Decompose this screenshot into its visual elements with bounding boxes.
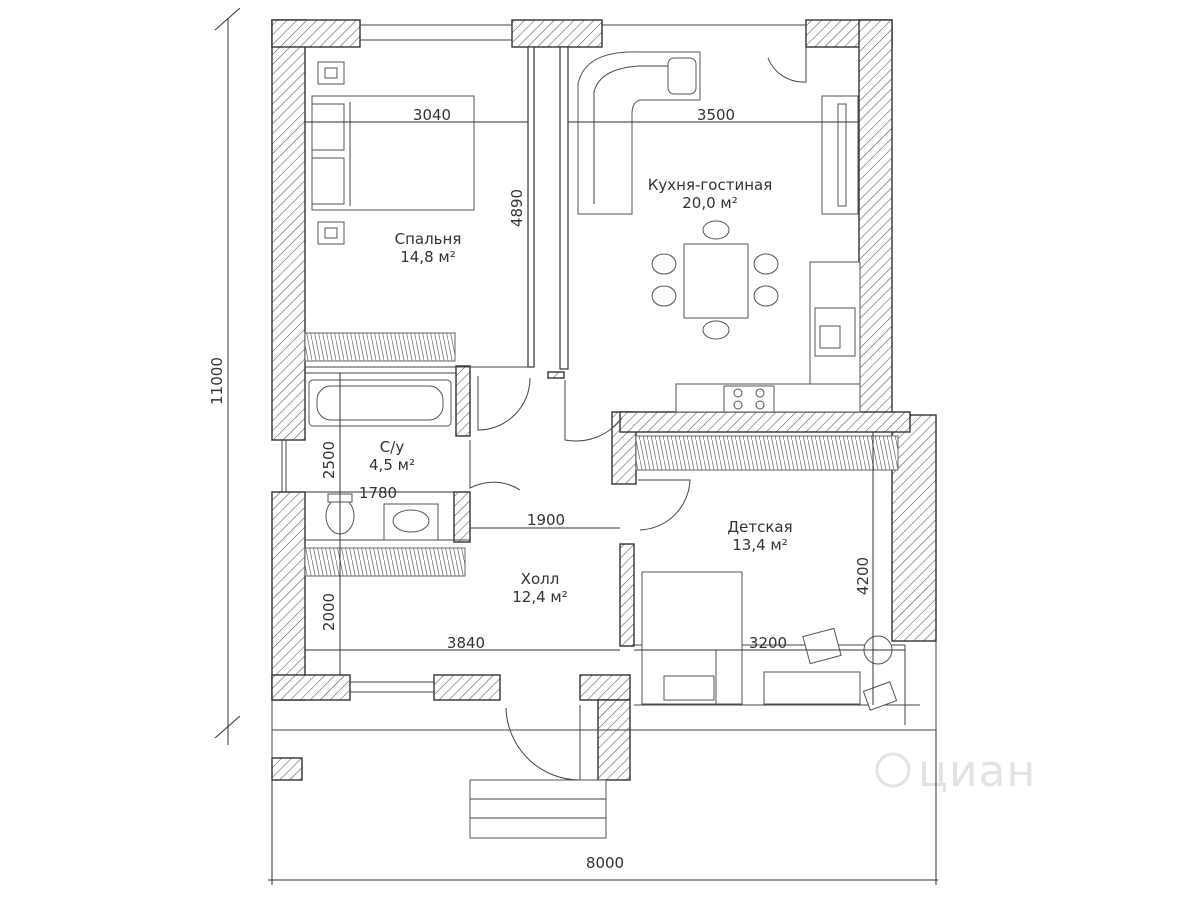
north-wall-left — [271, 19, 361, 48]
bath-partition — [455, 365, 471, 437]
west-wall-lower — [271, 491, 306, 701]
room-area-bathroom: 4,5 м² — [369, 456, 415, 474]
kitchen-furniture — [577, 51, 861, 413]
dim-overall-height: 11000 — [208, 357, 226, 405]
porch-post — [271, 757, 303, 781]
kids-north-wall — [619, 411, 911, 433]
south-wall-left — [271, 674, 351, 701]
south-wall-right — [579, 674, 631, 701]
dim-hall-upper-width: 1900 — [527, 511, 565, 529]
east-wall-lower — [891, 414, 937, 642]
west-wall-upper — [271, 19, 306, 441]
watermark: циан — [875, 746, 1036, 797]
radiators — [304, 332, 899, 577]
porch-wall — [597, 699, 631, 781]
dining-table — [683, 243, 749, 319]
room-area-hall: 12,4 м² — [512, 588, 568, 606]
dim-overall-width: 8000 — [586, 854, 624, 872]
doors — [469, 47, 807, 781]
desk-chair — [802, 627, 842, 665]
desk — [763, 671, 861, 705]
room-labels: Спальня 14,8 м² Кухня-гостиная 20,0 м² С… — [369, 176, 793, 606]
room-area-bedroom: 14,8 м² — [400, 248, 456, 266]
dimension-labels: 3040 3500 4890 11000 2500 1780 1900 2000… — [208, 106, 872, 872]
dim-bedroom-depth: 4890 — [508, 189, 526, 227]
bedroom-furniture — [311, 61, 475, 245]
room-name-kids: Детская — [727, 518, 792, 536]
kids-west-wall — [619, 543, 635, 647]
bathroom-furniture — [308, 379, 452, 541]
room-name-hall: Холл — [521, 570, 560, 588]
room-area-kitchen: 20,0 м² — [682, 194, 738, 212]
room-name-kitchen: Кухня-гостиная — [648, 176, 772, 194]
door-jamb — [547, 371, 565, 379]
dim-kids-depth: 4200 — [854, 557, 872, 595]
north-wall-middle — [511, 19, 603, 48]
dim-kitchen-width: 3500 — [697, 106, 735, 124]
room-name-bathroom: С/у — [380, 438, 405, 456]
bath-partition-lower — [453, 491, 471, 543]
dim-bath-width: 1780 — [359, 484, 397, 502]
dim-bedroom-width: 3040 — [413, 106, 451, 124]
kids-furniture — [641, 571, 898, 711]
dim-bath-depth: 2500 — [320, 441, 338, 479]
walls — [271, 19, 937, 781]
south-wall-middle — [433, 674, 501, 701]
dim-kids-width: 3200 — [749, 634, 787, 652]
dim-hall-width: 3840 — [447, 634, 485, 652]
dim-hall-depth: 2000 — [320, 593, 338, 631]
svg-text:циан: циан — [918, 746, 1036, 797]
east-wall-upper — [858, 19, 893, 416]
room-name-bedroom: Спальня — [395, 230, 462, 248]
room-area-kids: 13,4 м² — [732, 536, 788, 554]
cooktop — [723, 385, 775, 413]
porch-steps — [469, 779, 607, 839]
dimension-lines — [214, 7, 938, 885]
